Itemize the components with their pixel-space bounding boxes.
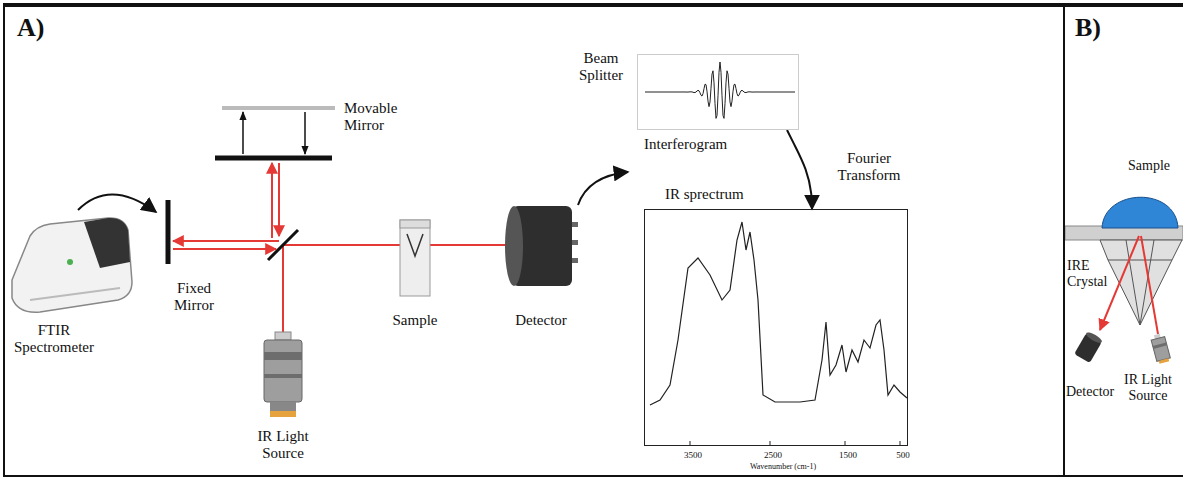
sample-cuvette [400, 220, 430, 296]
detector-icon [572, 240, 578, 245]
part-label: IR Light Source [1116, 372, 1180, 404]
ftir-instrument [12, 218, 132, 312]
interferogram-trace [645, 62, 795, 118]
part-label: Detector [1066, 384, 1128, 400]
ftir-instrument [84, 218, 130, 268]
ir-source-icon [264, 352, 302, 360]
process-label: Fourier Transform [826, 150, 912, 185]
atr-beam [1141, 236, 1158, 334]
part-label: IRE Crystal [1067, 258, 1113, 290]
detector-icon [505, 206, 523, 286]
detector-icon [505, 206, 578, 286]
ir-source-icon [1151, 337, 1170, 362]
sample-cuvette [407, 234, 423, 256]
sample-cuvette [400, 220, 430, 228]
ir-beam [173, 248, 276, 250]
ir-source-icon [264, 374, 302, 378]
tick-label: 2500 [758, 450, 788, 460]
ftir-instrument [12, 218, 132, 312]
spectrum-trace [650, 222, 907, 405]
axis-ticks [690, 441, 900, 445]
ir-source-icon [1159, 358, 1169, 363]
ir-beam [278, 163, 280, 236]
ir-source-icon [264, 332, 302, 417]
ir-source-icon [270, 402, 296, 412]
ire-crystal [1100, 240, 1182, 325]
ire-crystal [1100, 240, 1182, 325]
movable-mirror [215, 156, 332, 161]
ir-beam [283, 244, 400, 246]
fixed-mirror [166, 200, 171, 264]
tick-label: 3500 [678, 450, 708, 460]
travel-arrow [242, 112, 244, 154]
flow-arrow [787, 130, 812, 209]
flow-arrow [578, 172, 628, 205]
ir-source-icon [275, 332, 291, 340]
sample-droplet [1102, 197, 1178, 228]
movable-mirror-travel [222, 106, 335, 110]
detector-icon [572, 222, 578, 227]
part-label: IR Light Source [243, 428, 323, 463]
part-label: Detector [505, 312, 577, 329]
ftir-instrument [67, 259, 73, 265]
detector-icon [1074, 331, 1103, 363]
part-label: Movable Mirror [344, 100, 410, 135]
ir-beam [173, 240, 279, 242]
travel-arrow [304, 112, 306, 154]
ir-source-icon [270, 411, 296, 417]
axis-ticks [690, 441, 691, 445]
ir-beam [282, 246, 284, 336]
ir-source-icon [264, 340, 302, 402]
part-label: FTIR Spectrometer [4, 322, 104, 357]
ir-source-icon [1150, 333, 1171, 365]
tick-label: 500 [888, 450, 918, 460]
panel-letter: A) [17, 13, 57, 43]
plot-box: Interferogram [637, 54, 799, 130]
part-label: Fixed Mirror [165, 280, 223, 315]
plot-box: IR sprectrum350025001500500Wavenumber (c… [644, 209, 908, 446]
atr-beam [1100, 236, 1158, 334]
panel: B) [1065, 3, 1183, 477]
ftir-instrument [30, 288, 120, 300]
ir-beam [430, 244, 512, 246]
sample-cuvette [400, 220, 430, 296]
part-label: Sample [1128, 158, 1180, 174]
plot-title: Interferogram [644, 136, 764, 153]
ir-beam [173, 163, 512, 336]
tick-label: 1500 [833, 450, 863, 460]
axis-ticks [770, 441, 771, 445]
part-label: Sample [385, 312, 445, 329]
axis-title: Wavenumber (cm-1) [718, 462, 848, 471]
beam-splitter [268, 230, 298, 260]
ir-beam [271, 163, 273, 238]
ire-crystal [1108, 240, 1172, 325]
detector-icon [1085, 331, 1104, 345]
detector-icon [572, 258, 578, 263]
plot-title: IR sprectrum [665, 186, 805, 203]
part-label: Beam Splitter [570, 50, 632, 85]
panel: A)InterferogramIR sprectrum3500250015005… [3, 3, 1065, 477]
axis-ticks [845, 441, 846, 445]
flow-arrow [78, 194, 156, 212]
panel-letter: B) [1075, 13, 1115, 43]
ir-source-icon [1153, 342, 1167, 349]
axis-ticks [900, 441, 901, 445]
